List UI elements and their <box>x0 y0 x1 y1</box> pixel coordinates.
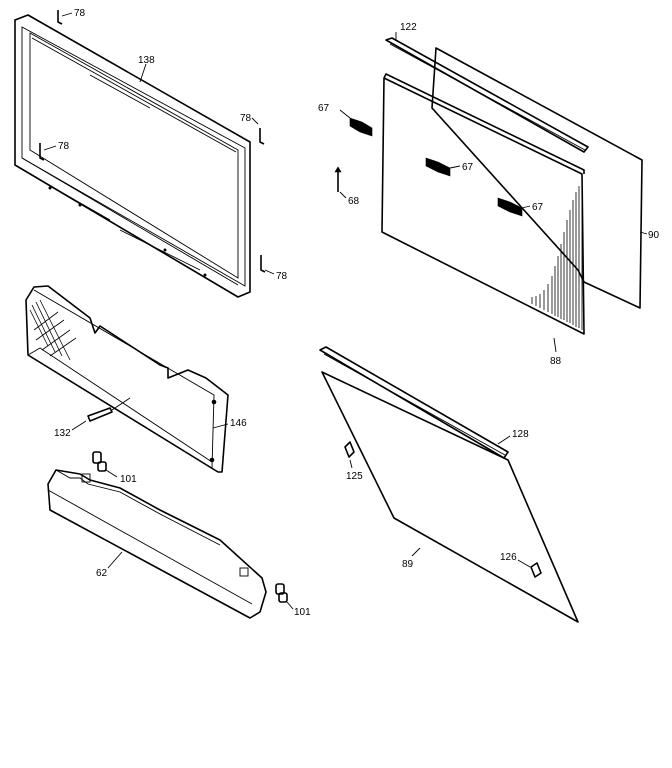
label-clip-inner-left: 78 <box>58 141 70 152</box>
pad-right <box>517 559 542 578</box>
label-clip-bottom-right: 78 <box>276 271 288 282</box>
label-bottom-trim: 62 <box>96 568 108 579</box>
label-bezel-frame: 138 <box>138 55 155 66</box>
bezel-frame <box>14 14 251 298</box>
label-bracket-right: 101 <box>294 607 311 618</box>
bottom-trim <box>47 469 267 619</box>
label-lens-screen: 88 <box>550 356 562 367</box>
holder-a <box>339 109 373 137</box>
holder-c <box>497 197 531 217</box>
label-channel-top: 122 <box>400 22 417 33</box>
holder-b <box>425 157 461 177</box>
label-clip-top-left: 78 <box>74 8 86 19</box>
label-pad-right: 126 <box>500 552 517 563</box>
label-grille-pin: 132 <box>54 428 71 439</box>
label-rear-panel: 90 <box>648 230 660 241</box>
label-front-glass: 89 <box>402 559 414 570</box>
channel-lower <box>319 346 511 459</box>
clip-top-right <box>251 117 265 145</box>
lens-edge-hatch <box>531 180 583 330</box>
label-pad-left: 125 <box>346 471 363 482</box>
label-pin: 68 <box>348 196 360 207</box>
label-holder-a: 67 <box>318 103 330 114</box>
lens-screen <box>381 73 585 353</box>
bracket-left <box>92 451 118 478</box>
label-bracket-left: 101 <box>120 474 137 485</box>
rear-panel <box>431 47 648 309</box>
bracket-right <box>275 583 294 610</box>
label-speaker-grille: 146 <box>230 418 247 429</box>
label-holder-b: 67 <box>462 162 474 173</box>
speaker-grille <box>25 285 229 473</box>
label-channel-lower: 128 <box>512 429 529 440</box>
pin <box>334 166 347 199</box>
clip-top-left <box>57 10 73 25</box>
clip-inner-left <box>39 143 57 161</box>
label-clip-top-right: 78 <box>240 113 252 124</box>
channel-top <box>385 32 589 153</box>
part-labels: 78 138 78 78 78 122 67 67 67 68 90 88 14… <box>54 8 660 618</box>
pad-left <box>344 441 355 469</box>
front-glass <box>321 371 579 623</box>
grille-pin <box>71 397 131 431</box>
clip-bottom-right <box>260 255 275 275</box>
label-holder-c: 67 <box>532 202 544 213</box>
